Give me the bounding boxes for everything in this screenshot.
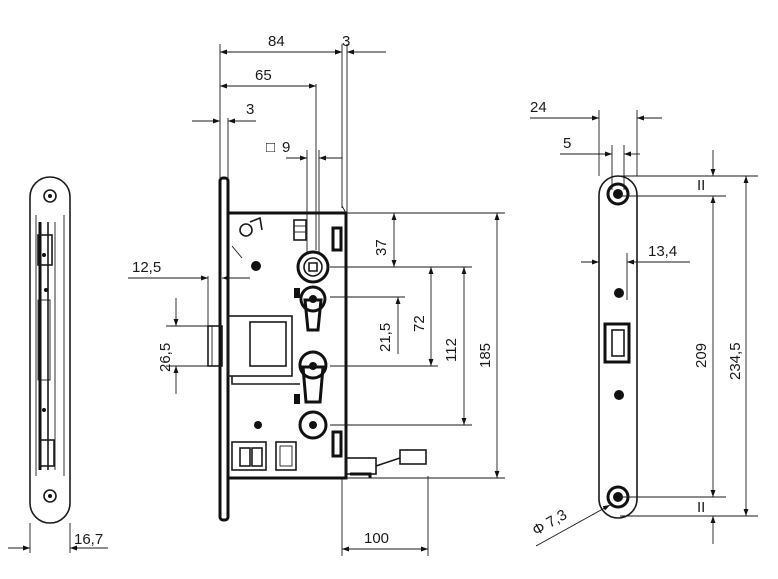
dim-13-4-label: 13,4 [648, 243, 677, 260]
dim-185-label: 185 [477, 343, 494, 368]
dim-24: 24 [530, 99, 662, 121]
dim-37: 37 [373, 213, 397, 267]
dim-65: 65 [220, 67, 316, 89]
dim-234-5-label: 234,5 [727, 342, 744, 380]
dim-12-5: 12,5 [128, 259, 250, 328]
dim-5: 5 [560, 135, 640, 157]
dim-16-7: 16,7 [8, 523, 108, 553]
dim-3-left: 3 [192, 101, 256, 124]
dim-21-5-label: 21,5 [377, 323, 394, 352]
dim-26-5: 26,5 [157, 298, 208, 394]
dim-5-label: 5 [563, 135, 571, 152]
dim-26-5-label: 26,5 [157, 343, 174, 372]
dim-100: 100 [341, 476, 429, 556]
dim-65-label: 65 [255, 67, 272, 84]
dim-185: 185 [477, 213, 500, 478]
dim-72-label: 72 [411, 315, 428, 332]
dim-24-label: 24 [530, 99, 547, 116]
dim-112: 112 [443, 267, 467, 425]
dim-13-4: 13,4 [581, 243, 690, 265]
dim-16-7-label: 16,7 [74, 531, 103, 548]
dim-7-3-label: 7,3 [543, 506, 570, 531]
forend-side-view [29, 176, 71, 524]
dim-12-5-label: 12,5 [132, 259, 161, 276]
dim-square-symbol: □ [266, 139, 275, 156]
dim-square-9: □ 9 [266, 139, 342, 161]
dim-37-label: 37 [373, 239, 390, 256]
dim-100-label: 100 [364, 530, 389, 547]
dim-72: 72 [411, 267, 434, 366]
lock-body-front-view [207, 176, 427, 522]
dim-3-left-label: 3 [246, 101, 254, 118]
dim-diameter-7-3: Φ 7,3 [530, 504, 611, 547]
parallel-mark-top: II [697, 177, 705, 194]
dim-3-top: 3 [322, 33, 386, 55]
dim-84: 84 [220, 33, 342, 55]
dim-21-5: 21,5 [377, 297, 401, 354]
dim-234-5: 234,5 [727, 176, 749, 516]
dim-209-label: 209 [693, 343, 710, 368]
dim-84-label: 84 [268, 33, 285, 50]
dim-3-top-label: 3 [342, 33, 350, 50]
forend-front-view [598, 175, 638, 519]
dim-209: II II 209 [693, 150, 716, 544]
dim-112-label: 112 [443, 338, 460, 362]
parallel-mark-bottom: II [697, 499, 705, 516]
dim-9-label: 9 [282, 139, 290, 156]
